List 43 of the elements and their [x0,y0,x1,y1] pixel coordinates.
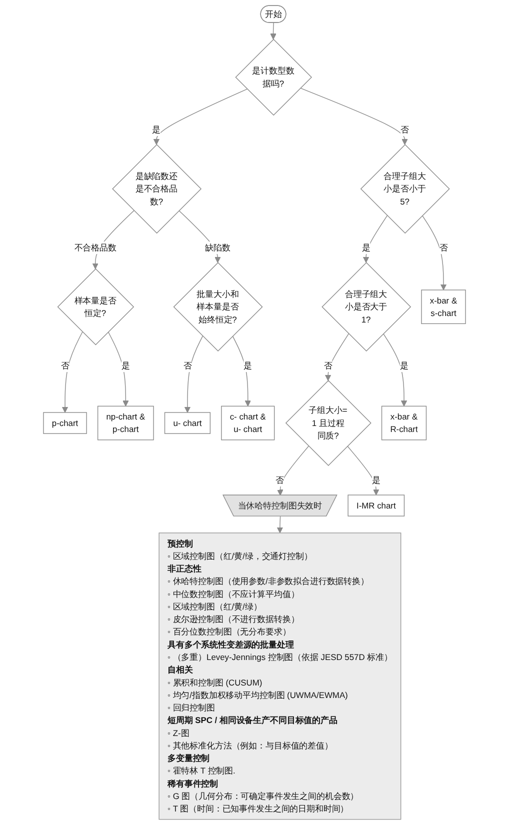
edge-label: 是 [121,360,130,371]
edge-label: 否 [183,360,192,371]
arrow [184,336,204,413]
arrow [277,446,309,496]
edge-label: 是 [362,242,370,253]
edge-label: 否 [400,124,409,135]
node-box: u- chart [164,412,211,434]
node-diamond: 批量大小和样本量是否始终恒定? [173,262,263,352]
arrow [232,336,251,406]
arrow [62,332,83,413]
arrow [300,88,408,145]
edge-label: 是 [152,124,161,135]
node-diamond: 是缺陷数还是不合格品数? [112,144,202,234]
arrow [276,516,284,534]
arrow [153,88,248,145]
edge-label: 否 [324,360,332,371]
edge-label: 缺陷数 [205,242,230,253]
node-diamond: 合理子组大小是否小于 5? [360,144,450,234]
node-box: x-bar & R-chart [381,406,427,440]
node-box: np-chart & p-chart [97,406,154,440]
node-box: x-bar & s-chart [421,290,466,324]
edge-label: 否 [276,475,284,486]
arrow [362,215,388,263]
arrow [324,333,350,381]
arrow [108,332,129,406]
node-box: 预控制 ◦ 区域控制图（红/黄/绿，交通灯控制） 非正态性 ◦ 休哈特控制图（使用参数/非参数拟合进行数据转换） ◦ 中位数控制图（不应计算平均值） ◦ 区域控制图（红/黄/绿） ◦ 皮尔逊控制图（不进行数据转换） ◦ 百分位数控制图（无分布要求） 具有多个系统性变差源的批量处理 ◦ （多重）Levey-Jennings 控制图（依据 JESD 557D 标准） 自相关 ◦ 累积和控制图 (CUSUM) ◦ 均匀/指数加权移动平均控制图 (UWMA/EWMA) ◦ 回归控制图 短周期 SPC / 相同设备生产不同目标值的产品 ◦ Z-图 ◦ 其他标准化方法（例如：与目标值的差值） 多变量控制 ◦ 霍特林 T 控制图. 稀有事件控制 ◦ G 图（几何分布：可确定事件发生之间的机会数） ◦ T 图（时间：已知事件发生之间的日期和时间） [158,532,402,820]
arrow [383,333,408,406]
node-box: p-chart [43,412,87,434]
node-diamond: 是计数型数据吗? [235,38,312,116]
node-box: I-MR chart [348,494,405,516]
arrow [422,215,447,290]
edge-label: 否 [439,242,448,253]
edge-label: 是 [372,475,380,486]
node-box: c- chart & u- chart [221,406,275,440]
arrow [347,446,380,496]
node-diamond: 子组大小=1 且过程同质? [285,380,372,466]
node-diamond: 样本量是否恒定? [57,268,134,346]
arrow [270,22,276,40]
edge-label: 是 [400,360,408,371]
edge-label: 不合格品数 [74,242,116,253]
node-diamond: 合理子组大小是否大于1? [322,262,412,352]
edge-label: 是 [244,360,252,371]
edge-label: 否 [60,360,70,371]
